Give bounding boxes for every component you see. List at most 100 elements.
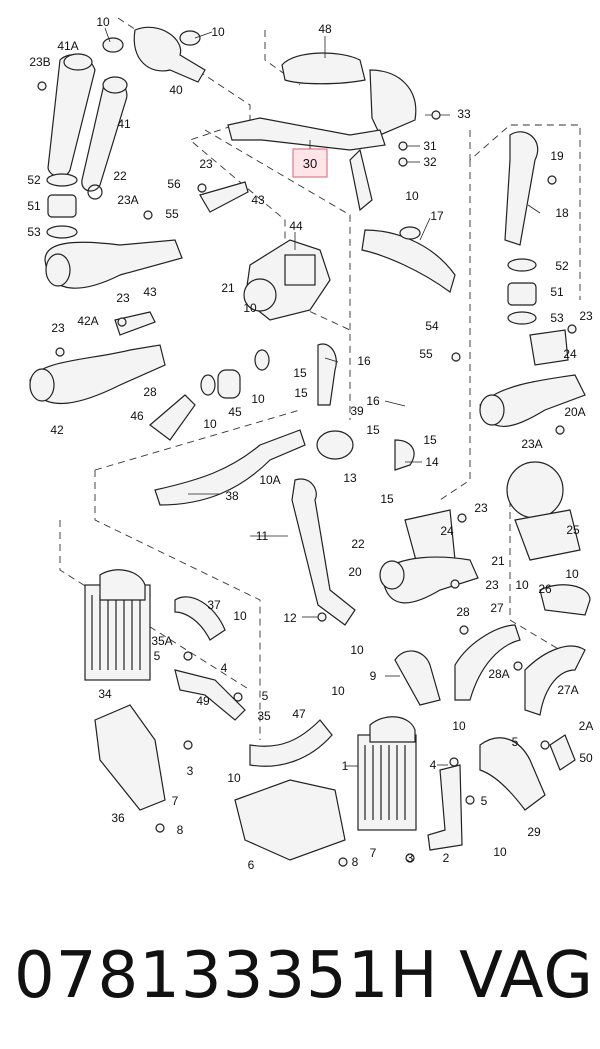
callout-15: 15 (293, 366, 307, 380)
callout-42a: 42A (77, 314, 98, 328)
callout-10: 10 (227, 771, 241, 785)
callout-7: 7 (370, 846, 377, 860)
hose-14 (394, 439, 415, 471)
turbocharger-25 (506, 461, 581, 561)
clamp-stack-left (46, 173, 103, 239)
callout-20a: 20A (564, 405, 585, 419)
callout-24: 24 (563, 347, 577, 361)
air-duct-36 (94, 704, 166, 811)
hose-37 (174, 596, 226, 641)
hose-38 (154, 429, 306, 506)
callout-10: 10 (350, 643, 364, 657)
callout-27: 27 (490, 601, 504, 615)
pipe-46 (149, 394, 196, 441)
callout-3: 3 (187, 764, 194, 778)
callout-23a: 23A (521, 437, 542, 451)
callout-20: 20 (348, 565, 362, 579)
hose-47 (249, 719, 333, 767)
callout-10: 10 (243, 301, 257, 315)
bracket-35 (174, 669, 246, 721)
exploded-parts-diagram: 30 (27, 15, 593, 872)
callout-23b: 23B (29, 55, 50, 69)
callout-31: 31 (423, 139, 437, 153)
callout-38: 38 (225, 489, 239, 503)
callout-15: 15 (380, 492, 394, 506)
callout-26: 26 (538, 582, 552, 596)
charge-air-pipe-42 (29, 344, 166, 405)
callout-24: 24 (440, 524, 454, 538)
part-50 (549, 734, 576, 771)
callout-43: 43 (143, 285, 157, 299)
callout-5: 5 (262, 689, 269, 703)
callout-25: 25 (566, 523, 580, 537)
callout-10a: 10A (259, 473, 280, 487)
pipe-20 (379, 556, 479, 604)
callout-10: 10 (233, 609, 247, 623)
hose-18 (504, 131, 539, 325)
air-intake-pipe-30 (227, 117, 386, 212)
callout-10: 10 (405, 189, 419, 203)
callout-23a: 23A (117, 193, 138, 207)
callout-10: 10 (565, 567, 579, 581)
callout-21: 21 (491, 554, 505, 568)
callout-51: 51 (27, 199, 41, 213)
callout-22: 22 (113, 169, 127, 183)
callout-35: 35 (257, 709, 271, 723)
callout-50: 50 (579, 751, 593, 765)
callout-29: 29 (527, 825, 541, 839)
turbocharger-44 (243, 239, 331, 321)
callout-2a: 2A (579, 719, 594, 733)
bracket-2 (427, 764, 463, 851)
callout-10: 10 (493, 845, 507, 859)
callout-10: 10 (211, 25, 225, 39)
callout-10: 10 (203, 417, 217, 431)
callout-15: 15 (366, 423, 380, 437)
callout-23: 23 (51, 321, 65, 335)
charge-air-hose-41a (47, 53, 96, 178)
hose-9 (394, 650, 441, 706)
callout-27a: 27A (557, 683, 578, 697)
callout-41: 41 (117, 117, 131, 131)
callout-10: 10 (331, 684, 345, 698)
callout-47: 47 (292, 707, 306, 721)
callout-5: 5 (512, 735, 519, 749)
callout-19: 19 (550, 149, 564, 163)
hose-39 (317, 343, 337, 406)
callout-17: 17 (430, 209, 444, 223)
callout-15: 15 (294, 386, 308, 400)
callout-33: 33 (457, 107, 471, 121)
intercooler-34 (84, 569, 151, 681)
callout-45: 45 (228, 405, 242, 419)
callout-15: 15 (423, 433, 437, 447)
callout-56: 56 (167, 177, 181, 191)
callout-32: 32 (423, 155, 437, 169)
throttle-13 (316, 430, 354, 460)
callout-46: 46 (130, 409, 144, 423)
callout-51: 51 (550, 285, 564, 299)
charge-air-pipe-11 (291, 478, 356, 626)
callout-21: 21 (221, 281, 235, 295)
callout-8: 8 (177, 823, 184, 837)
callout-41a: 41A (57, 39, 78, 53)
callout-9: 9 (370, 669, 377, 683)
callout-10: 10 (515, 578, 529, 592)
callout-55: 55 (419, 347, 433, 361)
callout-52: 52 (27, 173, 41, 187)
callout-36: 36 (111, 811, 125, 825)
callout-5: 5 (154, 649, 161, 663)
callout-35a: 35A (151, 634, 172, 648)
callout-54: 54 (425, 319, 439, 333)
callout-44: 44 (289, 219, 303, 233)
callout-43: 43 (251, 193, 265, 207)
air-intake-hose-48 (281, 52, 417, 136)
callout-10: 10 (452, 719, 466, 733)
hose-27 (454, 624, 521, 701)
callout-37: 37 (207, 598, 221, 612)
part-number-footer: 078133351H VAG (14, 928, 594, 1024)
callout-23: 23 (474, 501, 488, 515)
bracket-43 (114, 181, 249, 336)
callout-10: 10 (96, 15, 110, 29)
brand-name: VAG (459, 939, 594, 1013)
callout-53: 53 (550, 311, 564, 325)
